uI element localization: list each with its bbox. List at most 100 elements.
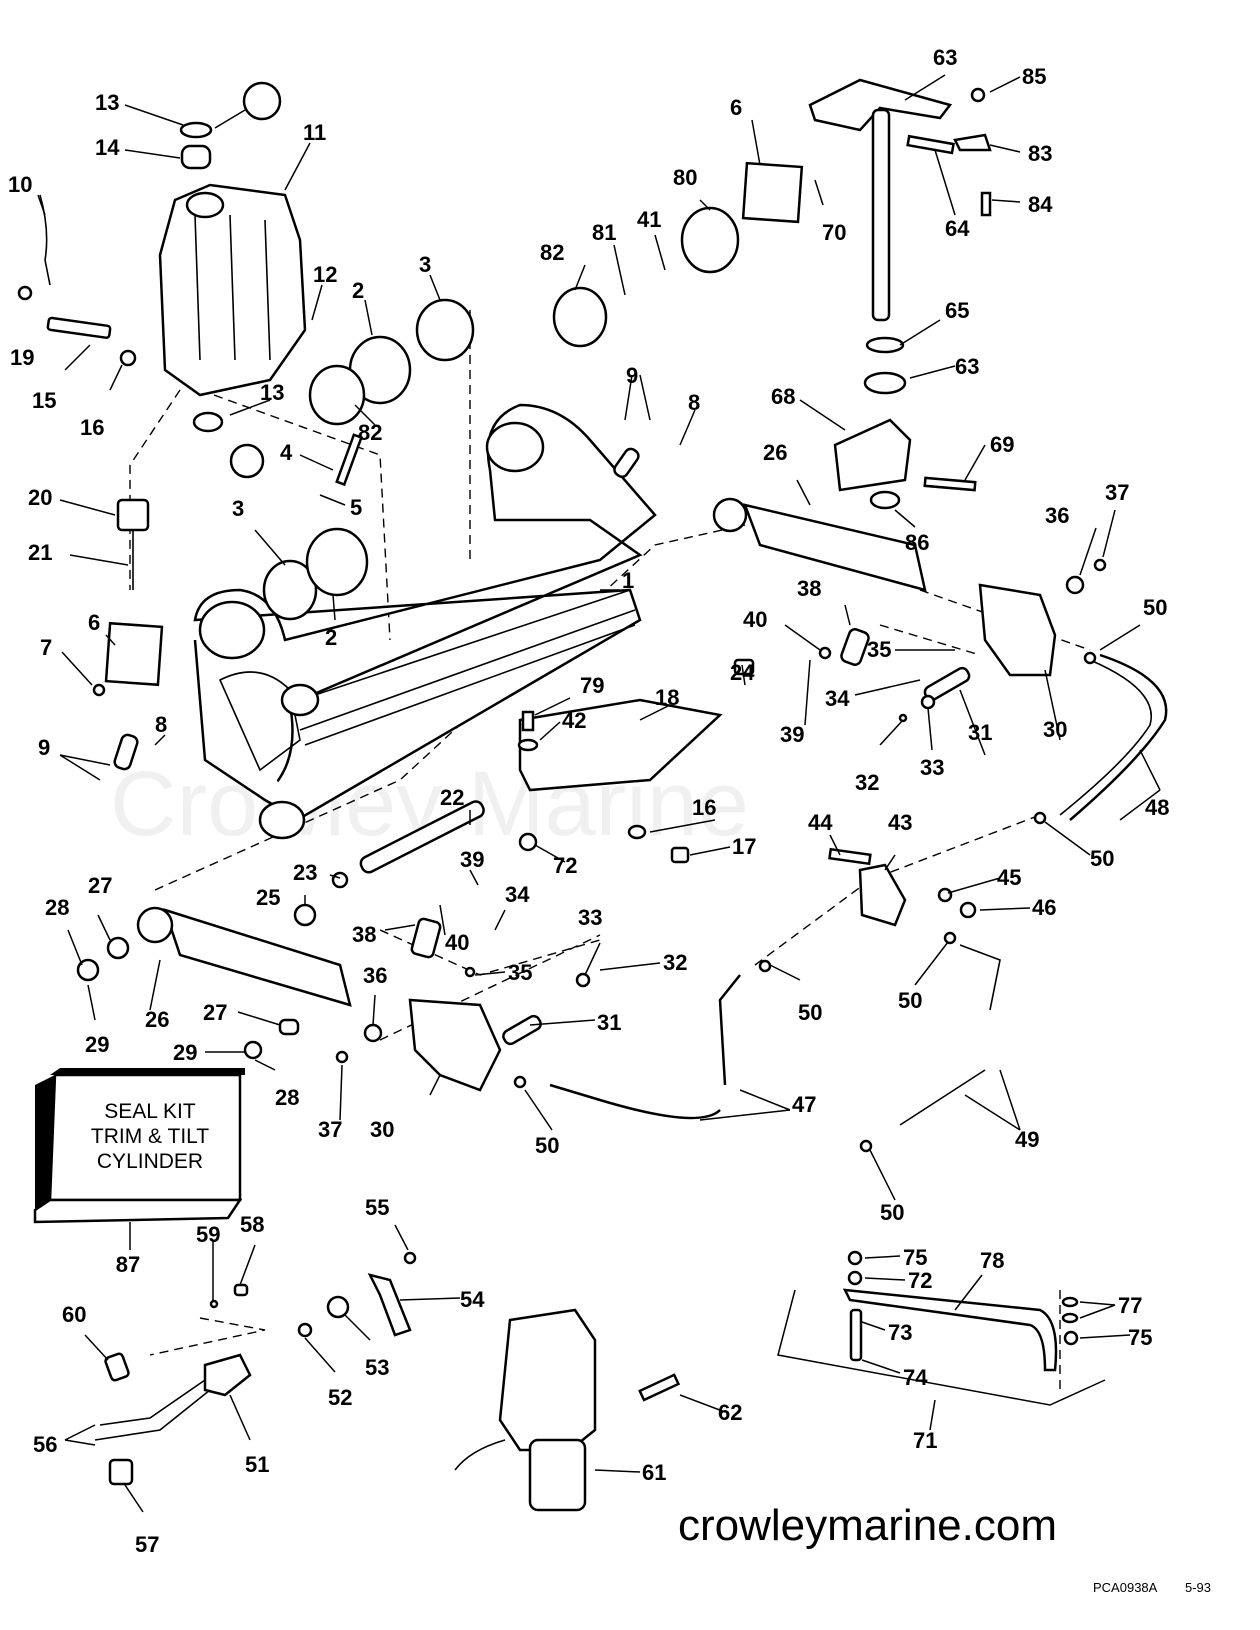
callout-4: 4 [280,440,293,465]
figure-date: 5-93 [1185,1580,1211,1595]
callout-6b: 6 [730,95,742,120]
callout-34b: 34 [505,882,530,907]
callout-42: 42 [562,708,586,733]
callout-37b: 37 [318,1117,342,1142]
callout-29b: 29 [173,1040,197,1065]
callout-62: 62 [718,1400,742,1425]
callout-31: 31 [968,720,992,745]
callout-50d: 50 [798,1000,822,1025]
callout-61: 61 [642,1460,666,1485]
callout-44: 44 [808,810,833,835]
callout-50e: 50 [898,988,922,1013]
callout-8: 8 [155,712,167,737]
callout-38b: 38 [352,922,376,947]
callout-78: 78 [980,1248,1004,1273]
callout-50: 50 [1143,595,1167,620]
small-parts-top-left [17,121,224,771]
callout-39b: 39 [460,847,484,872]
callout-45: 45 [997,865,1021,890]
leader-lines [37,74,1161,1513]
seal-kit-line-3: CYLINDER [97,1150,203,1173]
callout-16b: 16 [692,795,716,820]
callout-71: 70 [822,220,846,245]
callout-56: 56 [33,1432,57,1457]
callout-21: 21 [28,540,52,565]
callout-6: 6 [88,610,100,635]
callout-27b: 27 [203,1000,227,1025]
callout-9: 9 [38,735,50,760]
callout-65: 64 [945,216,970,241]
callout-10: 10 [8,172,32,197]
callout-36b: 36 [363,963,387,988]
callout-86: 86 [905,530,929,555]
callout-52: 52 [328,1385,352,1410]
callout-40: 40 [743,607,767,632]
callout-1: 1 [622,568,634,593]
callout-54: 54 [460,1287,485,1312]
callout-29: 29 [85,1032,109,1057]
callout-48: 48 [1145,795,1169,820]
callout-72: 71 [913,1428,937,1453]
callout-3: 3 [419,252,431,277]
callout-2b: 2 [325,625,337,650]
seal-kit-number: 87 [116,1252,140,1277]
callout-67: 65 [945,298,969,323]
callout-51: 51 [245,1452,269,1477]
callout-77: 77 [1118,1293,1142,1318]
callout-33b: 33 [578,905,602,930]
callout-18: 18 [655,685,679,710]
callout-80: 80 [673,165,697,190]
pump-motor [94,1251,681,1512]
callout-53: 53 [365,1355,389,1380]
hydraulic-lines [513,651,1168,1153]
callout-16: 16 [80,415,104,440]
callout-26b: 26 [145,1007,169,1032]
callout-74: 73 [888,1320,912,1345]
callout-20: 20 [28,485,52,510]
callout-59: 59 [196,1222,220,1247]
callout-28: 28 [45,895,69,920]
swivel-bracket [158,81,307,479]
callout-25: 25 [256,885,280,910]
callout-75: 74 [903,1365,928,1390]
figure-code: PCA0938A [1093,1580,1158,1595]
callout-50c: 50 [535,1133,559,1158]
callout-19: 19 [10,345,34,370]
callout-81: 81 [592,220,616,245]
callout-15: 15 [32,388,56,413]
callout-46: 46 [1032,895,1056,920]
callout-84: 84 [1028,192,1053,217]
callout-32: 32 [855,770,879,795]
callout-35: 35 [867,637,891,662]
callout-33: 33 [920,755,944,780]
callout-3b: 3 [232,496,244,521]
callout-68: 72 [553,853,577,878]
callout-69: 68 [771,384,795,409]
callout-82b: 82 [540,240,564,265]
callout-9b: 9 [626,363,638,388]
callout-50b: 50 [1090,846,1114,871]
callout-39: 39 [780,722,804,747]
callout-34: 34 [825,686,850,711]
callout-36: 36 [1045,503,1069,528]
callout-22: 22 [440,785,464,810]
callout-73: 72 [908,1268,932,1293]
callout-2: 2 [352,278,364,303]
tie-bar-assembly [777,1250,1106,1406]
callout-50f: 50 [880,1200,904,1225]
callout-30: 30 [1043,717,1067,742]
callout-58: 58 [240,1212,264,1237]
part-callouts: 13 14 11 10 12 2 3 19 15 16 82 13 4 5 20… [8,45,1169,1557]
callout-83: 83 [1028,141,1052,166]
callout-24: 24 [730,660,755,685]
callout-55: 55 [365,1195,389,1220]
trim-cylinder-right [712,497,1107,723]
callout-49: 49 [1015,1127,1039,1152]
callout-31b: 31 [597,1010,621,1035]
callout-26: 26 [763,440,787,465]
callout-63: 63 [933,45,957,70]
callout-57: 57 [135,1532,159,1557]
trim-cylinder-left [76,906,591,1092]
callout-38: 38 [797,576,821,601]
